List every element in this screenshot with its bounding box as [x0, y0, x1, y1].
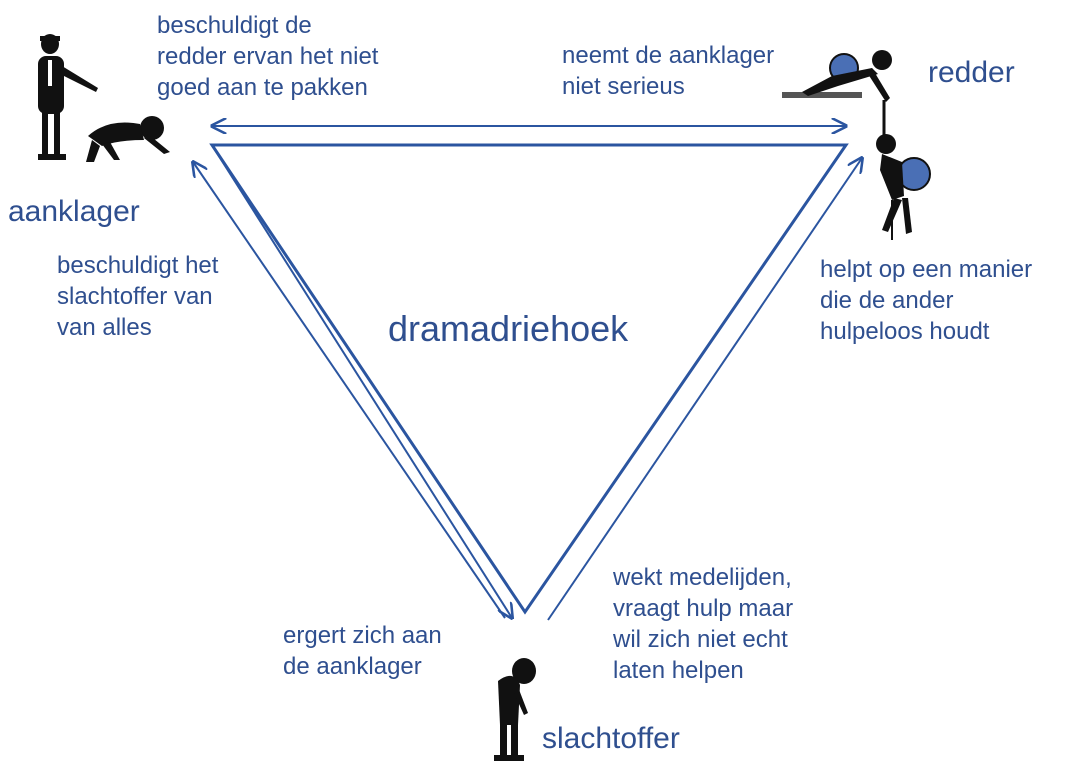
climber-helper-icon [782, 50, 892, 102]
arrow-slachtoffer-redder [547, 158, 862, 621]
edge-label-redder-to-slachtoffer: helpt op een manier die de ander hulpelo… [820, 256, 1033, 345]
slumped-person-icon [494, 658, 536, 761]
role-label-redder: redder [928, 56, 1015, 89]
edge-label-aanklager-to-redder: beschuldigt de redder ervan het niet goe… [157, 12, 379, 101]
edge-label-redder-to-aanklager: neemt de aanklager niet serieus [562, 42, 775, 100]
climber-icon [876, 100, 931, 240]
role-label-slachtoffer: slachtoffer [542, 722, 680, 755]
center-label: dramadriehoek [388, 308, 629, 349]
arrow-aanklager-slachtoffer [214, 149, 512, 618]
role-label-aanklager: aanklager [8, 195, 140, 228]
edge-label-slachtoffer-to-redder: wekt medelijden, vraagt hulp maar wil zi… [613, 564, 794, 684]
pointing-person-icon [38, 34, 98, 160]
kneeling-person-icon [86, 116, 170, 162]
edge-label-slachtoffer-to-aanklager: ergert zich aan de aanklager [283, 622, 442, 680]
arrow-slachtoffer-aanklager [193, 162, 506, 619]
edge-label-aanklager-to-slachtoffer: beschuldigt het slachtoffer van van alle… [57, 252, 219, 341]
triangle-outline [209, 143, 849, 615]
